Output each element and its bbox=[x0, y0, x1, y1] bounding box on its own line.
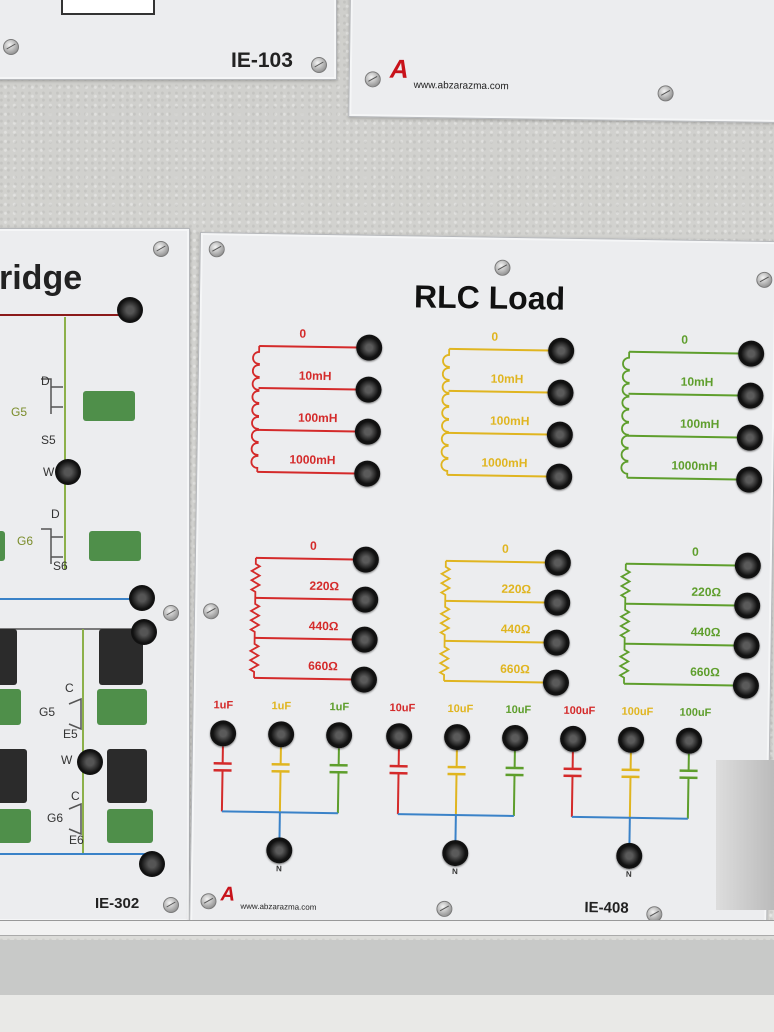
capacitor-label: 100uF bbox=[621, 705, 654, 719]
capacitor-label: 1uF bbox=[213, 699, 234, 712]
inductor-label: 100mH bbox=[679, 416, 720, 432]
resistor-label: 660Ω bbox=[500, 661, 530, 677]
label-g6: G6 bbox=[17, 534, 34, 548]
left-terminal-block-5 bbox=[107, 809, 153, 843]
panel-code-ie103: IE-103 bbox=[231, 49, 293, 72]
left-transistor-3 bbox=[0, 629, 17, 685]
right-edge-rail bbox=[716, 760, 774, 910]
resistor-label: 660Ω bbox=[690, 664, 720, 680]
inductor-label: 10mH bbox=[298, 368, 332, 384]
label-g5b: G5 bbox=[39, 705, 56, 719]
resistor-label: 660Ω bbox=[308, 658, 338, 674]
capacitor-label: 10uF bbox=[447, 702, 474, 716]
resistor-label: 220Ω bbox=[501, 581, 532, 597]
table-surface bbox=[0, 995, 774, 1032]
left-terminal-block-7 bbox=[0, 809, 31, 843]
left-transistor-2 bbox=[107, 749, 147, 803]
inductor-label: 10mH bbox=[680, 374, 714, 390]
jack-socket[interactable] bbox=[131, 619, 157, 645]
inductor-label: 0 bbox=[681, 332, 689, 347]
screw bbox=[364, 71, 381, 88]
left-terminal-block-6 bbox=[0, 689, 21, 725]
jack-socket[interactable] bbox=[77, 749, 103, 775]
label-c2: C bbox=[71, 789, 80, 803]
capacitor-label: 10uF bbox=[505, 703, 532, 717]
jack-socket[interactable] bbox=[55, 459, 81, 485]
label-d: D bbox=[41, 374, 50, 388]
screw bbox=[153, 241, 169, 257]
screw bbox=[163, 897, 179, 913]
resistor-label: 0 bbox=[501, 541, 509, 556]
left-bridge-panel: ridge D G5 S5 W D G6 S6 C G5 E5 W C G6 E… bbox=[0, 228, 190, 922]
left-transistor-4 bbox=[0, 749, 27, 803]
inductor-label: 100mH bbox=[489, 413, 530, 429]
label-d2: D bbox=[51, 507, 60, 521]
capacitor-label: 10uF bbox=[389, 702, 416, 715]
left-panel-title: ridge bbox=[0, 259, 83, 297]
left-terminal-block-1 bbox=[83, 391, 135, 421]
inductor-label: 0 bbox=[491, 329, 499, 344]
neutral-label: N bbox=[625, 869, 632, 879]
inductor-label: 100mH bbox=[297, 410, 338, 426]
brand-logo-icon: A bbox=[220, 883, 236, 906]
resistor-label: 440Ω bbox=[308, 618, 339, 634]
screw bbox=[163, 605, 179, 621]
capacitor-label: 100uF bbox=[563, 704, 596, 718]
label-e6: E6 bbox=[69, 833, 84, 847]
neutral-label: N bbox=[275, 864, 282, 874]
panel-code-ie302: IE-302 bbox=[95, 895, 140, 912]
resistor-label: 220Ω bbox=[691, 584, 722, 600]
inductor-label: 1000mH bbox=[289, 452, 336, 468]
capacitor-label: 1uF bbox=[329, 701, 350, 714]
brand-website: www.abzarazma.com bbox=[240, 901, 317, 912]
neutral-label: N bbox=[451, 867, 458, 877]
resistor-label: 220Ω bbox=[309, 578, 340, 594]
capacitor-label: 100uF bbox=[679, 706, 712, 720]
left-terminal-block-4 bbox=[97, 689, 147, 725]
jack-socket[interactable] bbox=[129, 585, 155, 611]
left-terminal-block-3 bbox=[0, 531, 5, 561]
top-left-label-strip bbox=[61, 0, 155, 15]
label-g6b: G6 bbox=[47, 811, 64, 825]
resistor-label: 0 bbox=[309, 538, 317, 553]
inductor-label: 0 bbox=[299, 326, 307, 341]
rlc-circuit-diagram bbox=[213, 344, 740, 844]
screw bbox=[311, 57, 327, 73]
inductor-label: 1000mH bbox=[671, 458, 718, 474]
jack-socket[interactable] bbox=[117, 297, 143, 323]
inductor-label: 10mH bbox=[490, 371, 524, 387]
frame-bar bbox=[0, 920, 774, 936]
left-terminal-block-2 bbox=[89, 531, 141, 561]
label-g5: G5 bbox=[11, 405, 28, 419]
screw bbox=[657, 85, 674, 102]
label-w2: W bbox=[61, 753, 73, 767]
brand-website: www.abzarazma.com bbox=[413, 79, 509, 93]
jack-socket[interactable] bbox=[139, 851, 165, 877]
label-s6: S6 bbox=[53, 559, 68, 573]
inductor-label: 1000mH bbox=[481, 455, 528, 471]
resistor-label: 440Ω bbox=[690, 624, 721, 640]
screw bbox=[3, 39, 19, 55]
capacitor-label: 1uF bbox=[271, 700, 292, 713]
resistor-label: 0 bbox=[691, 544, 699, 559]
label-c: C bbox=[65, 681, 74, 695]
label-s5: S5 bbox=[41, 433, 56, 447]
top-right-panel: A www.abzarazma.com bbox=[348, 0, 774, 124]
panel-code-ie408: IE-408 bbox=[584, 899, 629, 917]
brand-logo-icon: A bbox=[389, 53, 409, 84]
top-left-panel: IE-103 bbox=[0, 0, 337, 80]
resistor-label: 440Ω bbox=[500, 621, 531, 637]
label-e5: E5 bbox=[63, 727, 78, 741]
label-w: W bbox=[43, 465, 55, 479]
